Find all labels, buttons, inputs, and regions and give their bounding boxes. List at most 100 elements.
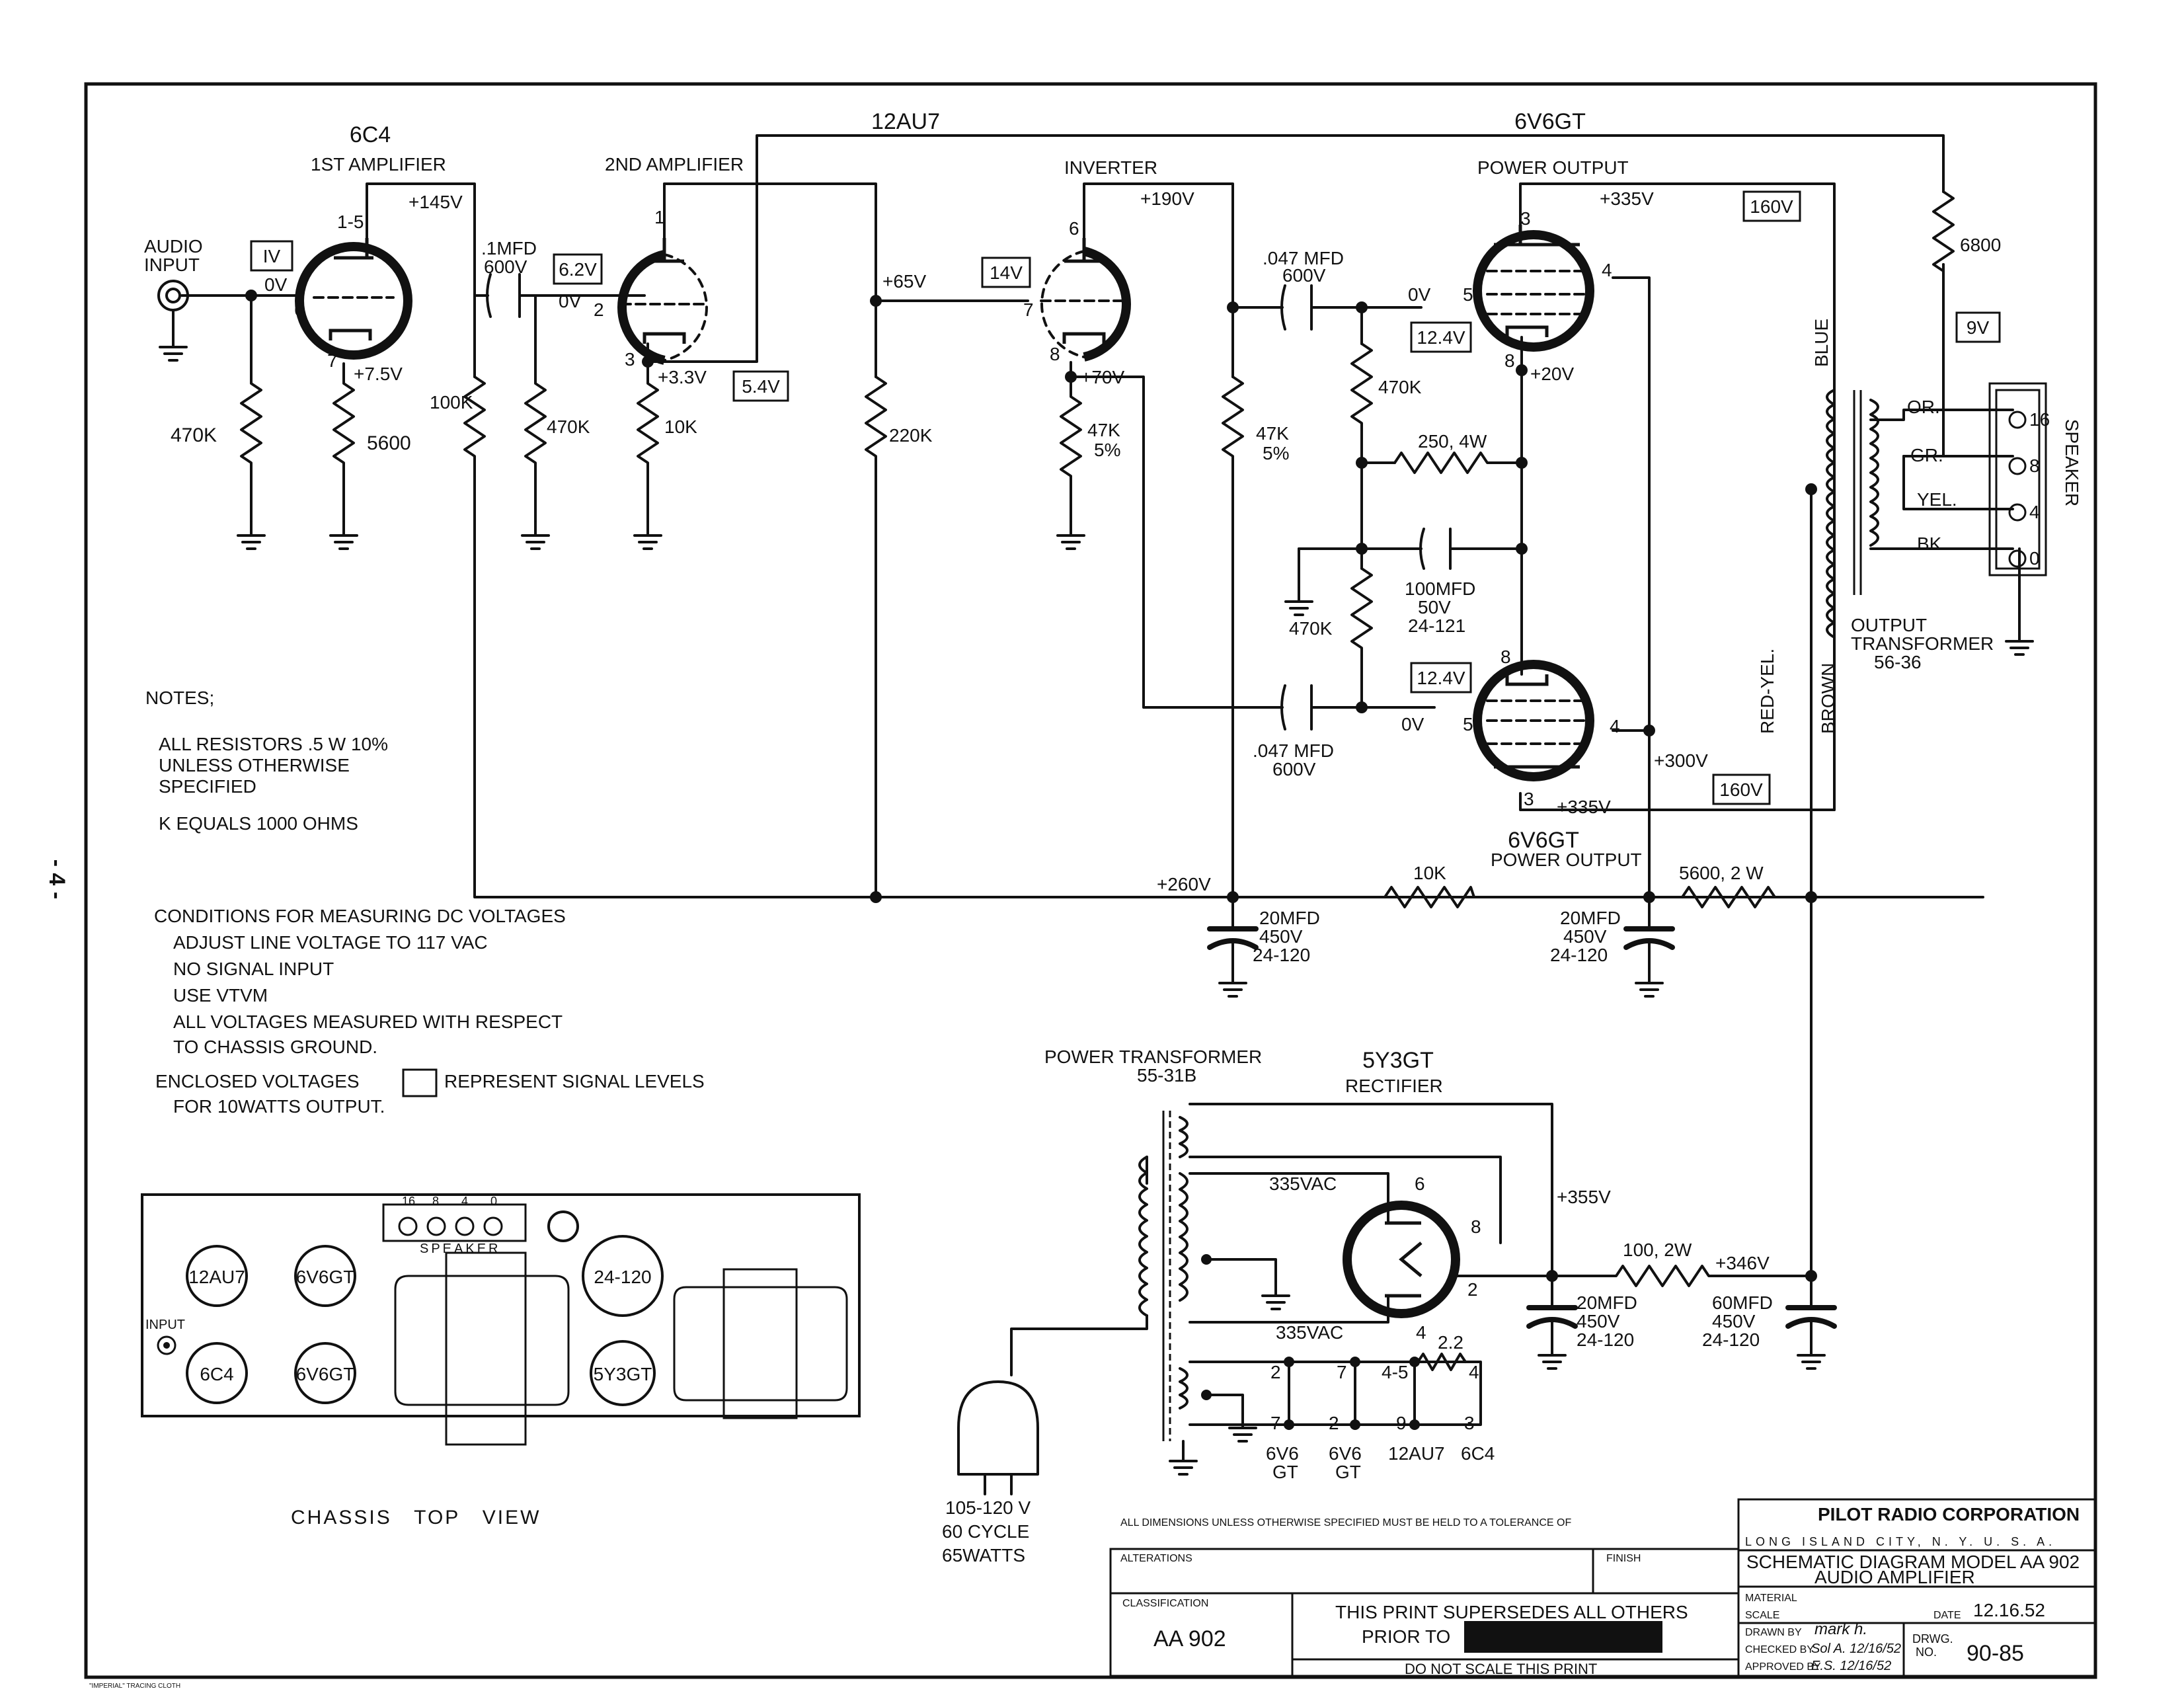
svg-text:24-120: 24-120	[594, 1267, 651, 1287]
svg-text:CONDITIONS FOR MEASURING DC VO: CONDITIONS FOR MEASURING DC VOLTAGES	[154, 906, 566, 926]
paper-mark: "IMPERIAL" TRACING CLOTH	[89, 1683, 180, 1690]
svg-text:8: 8	[1050, 344, 1060, 364]
svg-text:12AU7: 12AU7	[188, 1267, 245, 1287]
svg-text:+190V: +190V	[1140, 188, 1194, 209]
svg-text:4-5: 4-5	[1382, 1362, 1408, 1382]
svg-text:5: 5	[1463, 284, 1473, 305]
svg-text:8: 8	[1471, 1216, 1481, 1237]
output-transformer	[1826, 389, 1879, 639]
svg-text:10K: 10K	[664, 416, 697, 437]
svg-text:1: 1	[654, 207, 665, 227]
svg-text:MATERIAL: MATERIAL	[1745, 1593, 1797, 1604]
svg-text:7: 7	[327, 350, 338, 371]
svg-text:0V: 0V	[1401, 714, 1424, 734]
svg-text:7: 7	[1337, 1362, 1347, 1382]
tube-v2-12au7	[617, 238, 709, 365]
svg-text:DRAWN BY: DRAWN BY	[1745, 1627, 1802, 1638]
svg-text:NO SIGNAL INPUT: NO SIGNAL INPUT	[173, 959, 334, 979]
svg-text:7: 7	[1270, 1413, 1281, 1433]
svg-text:USE VTVM: USE VTVM	[173, 985, 268, 1006]
svg-text:TO CHASSIS GROUND.: TO CHASSIS GROUND.	[173, 1037, 377, 1057]
svg-text:AUDIO AMPLIFIER: AUDIO AMPLIFIER	[1814, 1567, 1975, 1587]
svg-text:PRIOR TO: PRIOR TO	[1362, 1626, 1450, 1647]
svg-text:K EQUALS 1000 OHMS: K EQUALS 1000 OHMS	[159, 813, 358, 834]
svg-text:OR.: OR.	[1907, 397, 1940, 417]
svg-text:THIS PRINT SUPERSEDES ALL OTHE: THIS PRINT SUPERSEDES ALL OTHERS	[1335, 1602, 1688, 1622]
v3-role: INVERTER	[1064, 157, 1157, 178]
svg-text:GR.: GR.	[1910, 445, 1943, 465]
svg-text:CHECKED BY: CHECKED BY	[1745, 1644, 1814, 1655]
svg-text:160V: 160V	[1719, 779, 1763, 800]
svg-text:2: 2	[594, 299, 604, 320]
svg-text:16: 16	[2029, 409, 2050, 430]
svg-text:0: 0	[490, 1195, 497, 1208]
ac-plug	[957, 1380, 1039, 1495]
chassis-top-view: 16 8 4 0 SPEAKER 12AU7 6V6GT 24-120 6C4 …	[141, 1193, 861, 1528]
svg-text:6V6GT: 6V6GT	[1329, 1443, 1362, 1482]
svg-text:INPUT: INPUT	[145, 1318, 185, 1332]
svg-text:DRWG.NO.: DRWG.NO.	[1912, 1632, 1953, 1659]
svg-text:6: 6	[294, 299, 305, 320]
svg-text:5: 5	[1463, 714, 1473, 734]
svg-text:160V: 160V	[1750, 196, 1793, 217]
svg-text:470K: 470K	[1378, 377, 1422, 397]
title-block: ALL DIMENSIONS UNLESS OTHERWISE SPECIFIE…	[1109, 1498, 2097, 1677]
svg-text:3: 3	[625, 349, 635, 370]
svg-text:6C4: 6C4	[1461, 1443, 1495, 1464]
svg-text:0: 0	[2029, 548, 2040, 569]
svg-text:4: 4	[1602, 260, 1612, 280]
svg-text:14V: 14V	[990, 262, 1023, 283]
svg-text:8: 8	[1501, 647, 1511, 667]
v1-type: 6C4	[350, 122, 391, 147]
junction-dots	[245, 290, 1817, 1282]
svg-text:6: 6	[1069, 218, 1079, 239]
tube-v3-inverter	[1040, 238, 1131, 362]
svg-text:+355V: +355V	[1557, 1187, 1611, 1207]
svg-text:3: 3	[1464, 1413, 1475, 1433]
signal-wiring	[180, 134, 2021, 1277]
v1-role: 1ST AMPLIFIER	[311, 154, 446, 175]
svg-text:3: 3	[1524, 789, 1534, 809]
drawing-border	[84, 82, 2097, 1679]
svg-text:NOTES;: NOTES;	[145, 688, 214, 708]
page-number: - 4 -	[44, 859, 69, 899]
svg-text:2: 2	[1467, 1279, 1478, 1300]
svg-text:E.S. 12/16/52: E.S. 12/16/52	[1811, 1659, 1891, 1673]
svg-text:BROWN: BROWN	[1818, 663, 1838, 734]
tube-v1-6c4	[295, 238, 412, 360]
svg-text:250, 4W: 250, 4W	[1418, 431, 1487, 452]
svg-text:DATE: DATE	[1933, 1610, 1961, 1621]
svg-text:DO NOT SCALE THIS PRINT: DO NOT SCALE THIS PRINT	[1405, 1661, 1597, 1677]
svg-text:+20V: +20V	[1530, 364, 1574, 384]
svg-text:+260V: +260V	[1157, 874, 1211, 894]
svg-text:CLASSIFICATION: CLASSIFICATION	[1122, 1598, 1208, 1609]
svg-text:0V: 0V	[1408, 284, 1431, 305]
svg-text:SPEAKER: SPEAKER	[420, 1242, 500, 1256]
svg-text:6: 6	[1415, 1173, 1425, 1194]
v6-role: RECTIFIER	[1345, 1076, 1443, 1096]
svg-text:REPRESENT SIGNAL LEVELS: REPRESENT SIGNAL LEVELS	[444, 1071, 705, 1091]
svg-text:SCALE: SCALE	[1745, 1610, 1779, 1621]
v6-type: 5Y3GT	[1362, 1048, 1434, 1073]
svg-text:BK: BK	[1917, 534, 1942, 554]
tube-labels: 6C4 1ST AMPLIFIER 12AU7 2ND AMPLIFIER IN…	[311, 109, 1642, 1096]
audio-input-jack	[157, 280, 189, 335]
svg-text:ADJUST LINE VOLTAGE TO 117 VAC: ADJUST LINE VOLTAGE TO 117 VAC	[173, 932, 488, 953]
svg-text:6V6GT: 6V6GT	[296, 1267, 355, 1287]
svg-text:PILOT RADIO CORPORATION: PILOT RADIO CORPORATION	[1818, 1504, 2080, 1525]
svg-text:9V: 9V	[1967, 317, 1990, 338]
svg-text:+300V: +300V	[1654, 750, 1708, 771]
svg-text:5Y3GT: 5Y3GT	[594, 1364, 652, 1384]
v4-role: POWER OUTPUT	[1477, 157, 1629, 178]
svg-text:6800: 6800	[1960, 235, 2001, 255]
svg-text:12AU7: 12AU7	[1388, 1443, 1445, 1464]
svg-text:470K: 470K	[171, 424, 217, 446]
voltage-labels: 0V +145V +7.5V 0V +3.3V +65V +190V +70V …	[264, 188, 1770, 1273]
svg-text:8: 8	[1504, 350, 1515, 371]
